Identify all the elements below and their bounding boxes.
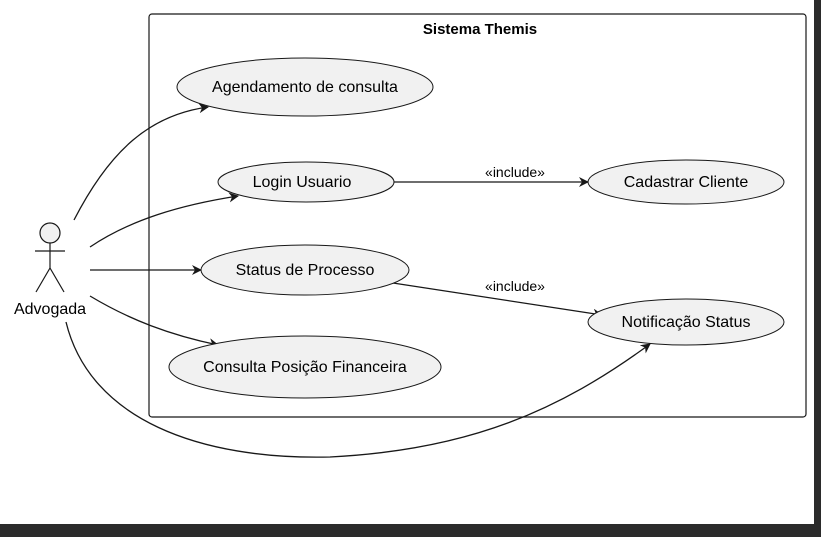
stick-figure-icon (35, 222, 65, 293)
usecase-agendamento: Agendamento de consulta (176, 57, 434, 117)
diagram-canvas: Sistema Themis «include» «include» Agend… (0, 0, 814, 524)
usecase-label: Agendamento de consulta (212, 79, 398, 96)
association-notificacao (65, 321, 651, 458)
usecase-cadastrar: Cadastrar Cliente (587, 159, 785, 205)
usecase-label: Notificação Status (622, 314, 751, 331)
actor-advogada: Advogada (14, 222, 86, 318)
system-boundary (148, 13, 807, 418)
use-case-diagram: Sistema Themis «include» «include» Agend… (14, 13, 807, 458)
association-consulta (89, 295, 219, 349)
usecase-label: Consulta Posição Financeira (203, 359, 407, 376)
usecase-label: Cadastrar Cliente (624, 174, 749, 191)
system-title: Sistema Themis (423, 21, 537, 38)
actor-label: Advogada (14, 301, 86, 318)
usecase-label: Status de Processo (236, 262, 375, 279)
association-login (89, 192, 239, 248)
include-status-notificacao (392, 282, 603, 319)
usecase-status: Status de Processo (200, 244, 410, 296)
include-label-login: «include» (485, 164, 545, 180)
usecase-login: Login Usuario (217, 161, 395, 203)
usecase-notificacao: Notificação Status (587, 298, 785, 346)
usecase-label: Login Usuario (253, 174, 352, 191)
include-label-status: «include» (485, 278, 545, 294)
association-agendamento (73, 103, 209, 221)
usecase-consulta: Consulta Posição Financeira (168, 335, 442, 399)
